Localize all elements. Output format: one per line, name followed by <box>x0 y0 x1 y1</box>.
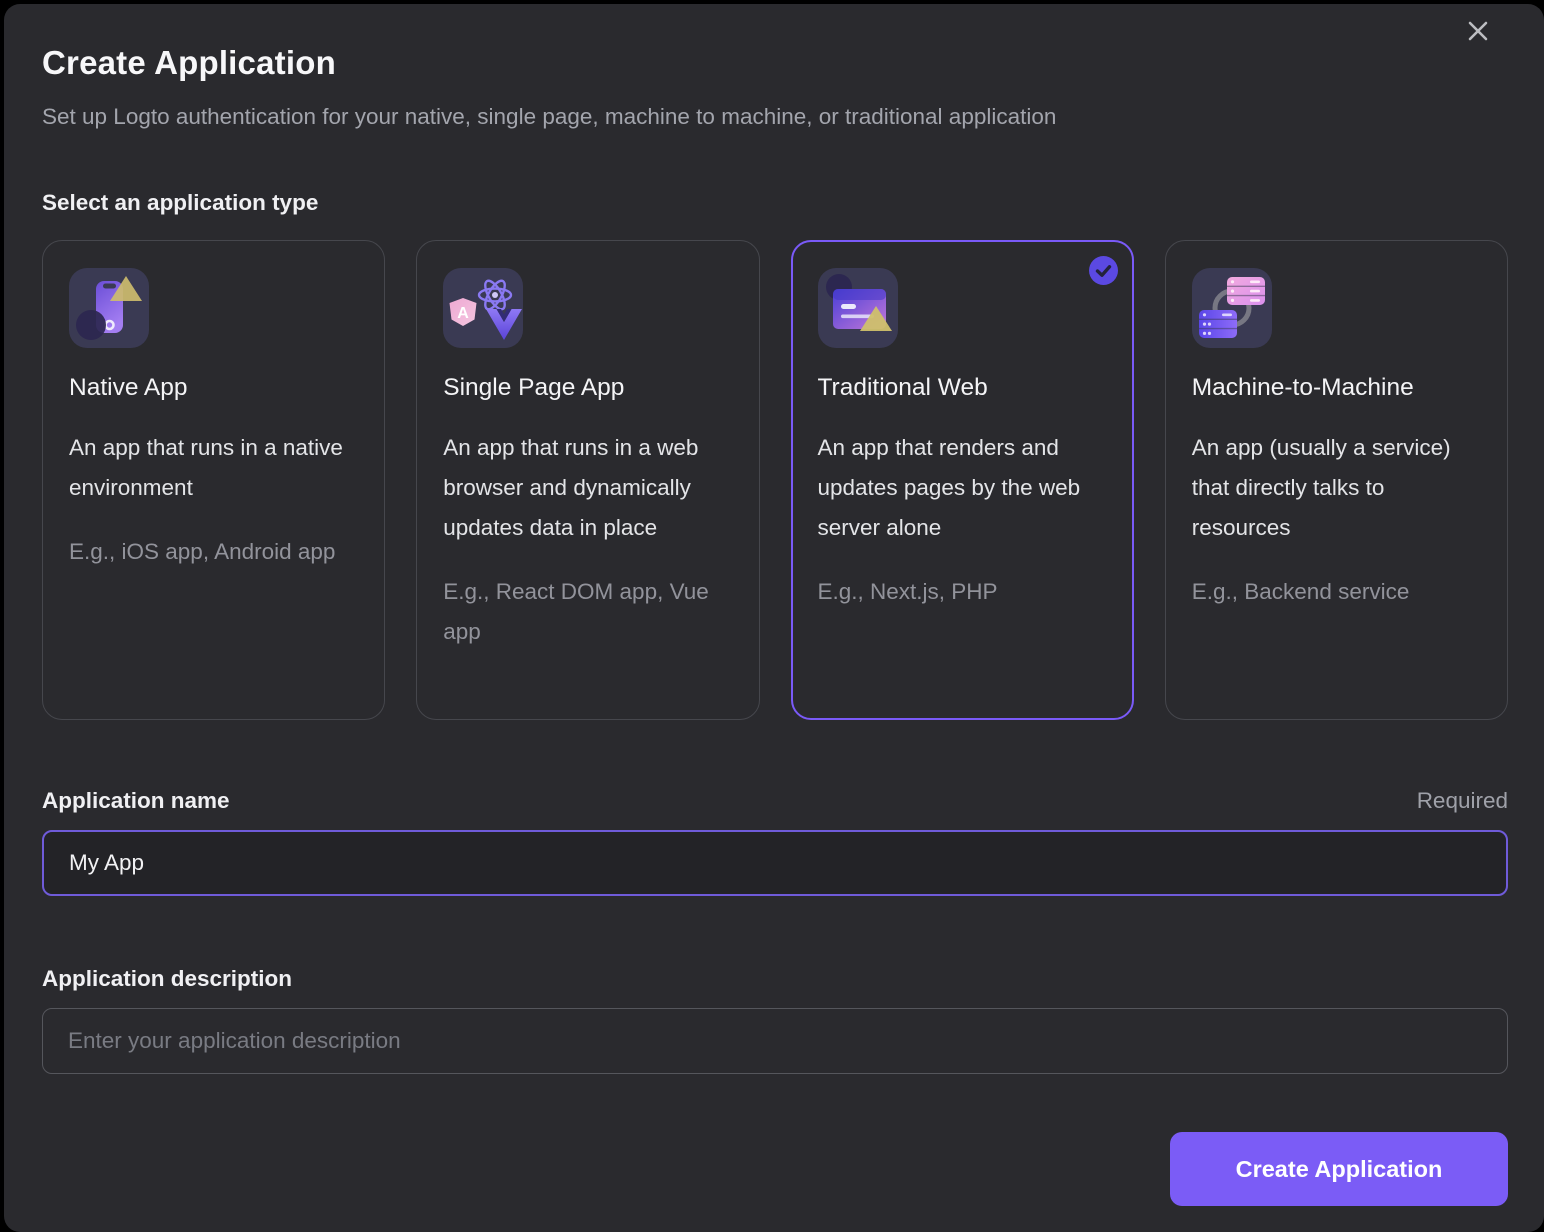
app-type-card-native[interactable]: Native App An app that runs in a native … <box>42 240 386 720</box>
app-type-description: An app that renders and updates pages by… <box>817 435 1081 540</box>
app-type-card-m2m[interactable]: Machine-to-Machine An app (usually a ser… <box>1164 240 1508 720</box>
close-button[interactable] <box>1456 10 1500 54</box>
single-page-app-icon: A <box>443 268 524 348</box>
app-type-title: Machine-to-Machine <box>1191 374 1414 401</box>
create-application-modal: Create Application Set up Logto authenti… <box>4 4 1544 1232</box>
app-type-title: Traditional Web <box>817 374 988 401</box>
create-application-button[interactable]: Create Application <box>1170 1132 1508 1206</box>
app-type-description: An app (usually a service) that directly… <box>1191 435 1451 540</box>
selected-check-icon <box>1088 256 1118 285</box>
modal-footer: Create Application <box>42 1132 1508 1206</box>
app-type-description: An app that runs in a web browser and dy… <box>443 435 699 540</box>
native-app-icon <box>69 268 149 348</box>
application-type-cards: Native App An app that runs in a native … <box>42 240 1508 720</box>
modal-title: Create Application <box>42 44 336 81</box>
app-type-title: Native App <box>69 374 188 401</box>
app-type-example: E.g., React DOM app, Vue app <box>443 579 709 644</box>
application-name-label: Application name <box>42 788 230 813</box>
close-icon <box>1462 15 1494 50</box>
required-badge: Required <box>1416 788 1508 813</box>
app-type-title: Single Page App <box>443 374 625 401</box>
app-type-description: An app that runs in a native environment <box>69 435 343 500</box>
svg-text:A: A <box>457 305 469 322</box>
app-type-card-spa[interactable]: A Single Page App An app that runs in a … <box>416 240 760 720</box>
app-type-example: E.g., Next.js, PHP <box>817 579 998 604</box>
application-description-input[interactable] <box>42 1008 1508 1074</box>
modal-header: Create Application Set up Logto authenti… <box>42 4 1508 132</box>
application-description-label: Application description <box>42 966 293 991</box>
application-name-input[interactable] <box>42 830 1508 896</box>
app-type-example: E.g., iOS app, Android app <box>69 539 336 564</box>
application-type-section-label: Select an application type <box>42 190 319 215</box>
app-type-example: E.g., Backend service <box>1191 579 1410 604</box>
app-type-card-traditional-web[interactable]: Traditional Web An app that renders and … <box>790 240 1134 720</box>
machine-to-machine-icon <box>1191 268 1272 348</box>
traditional-web-icon <box>817 268 898 348</box>
application-name-field-header: Application name Required <box>42 788 1508 814</box>
modal-subtitle: Set up Logto authentication for your nat… <box>42 104 1057 129</box>
